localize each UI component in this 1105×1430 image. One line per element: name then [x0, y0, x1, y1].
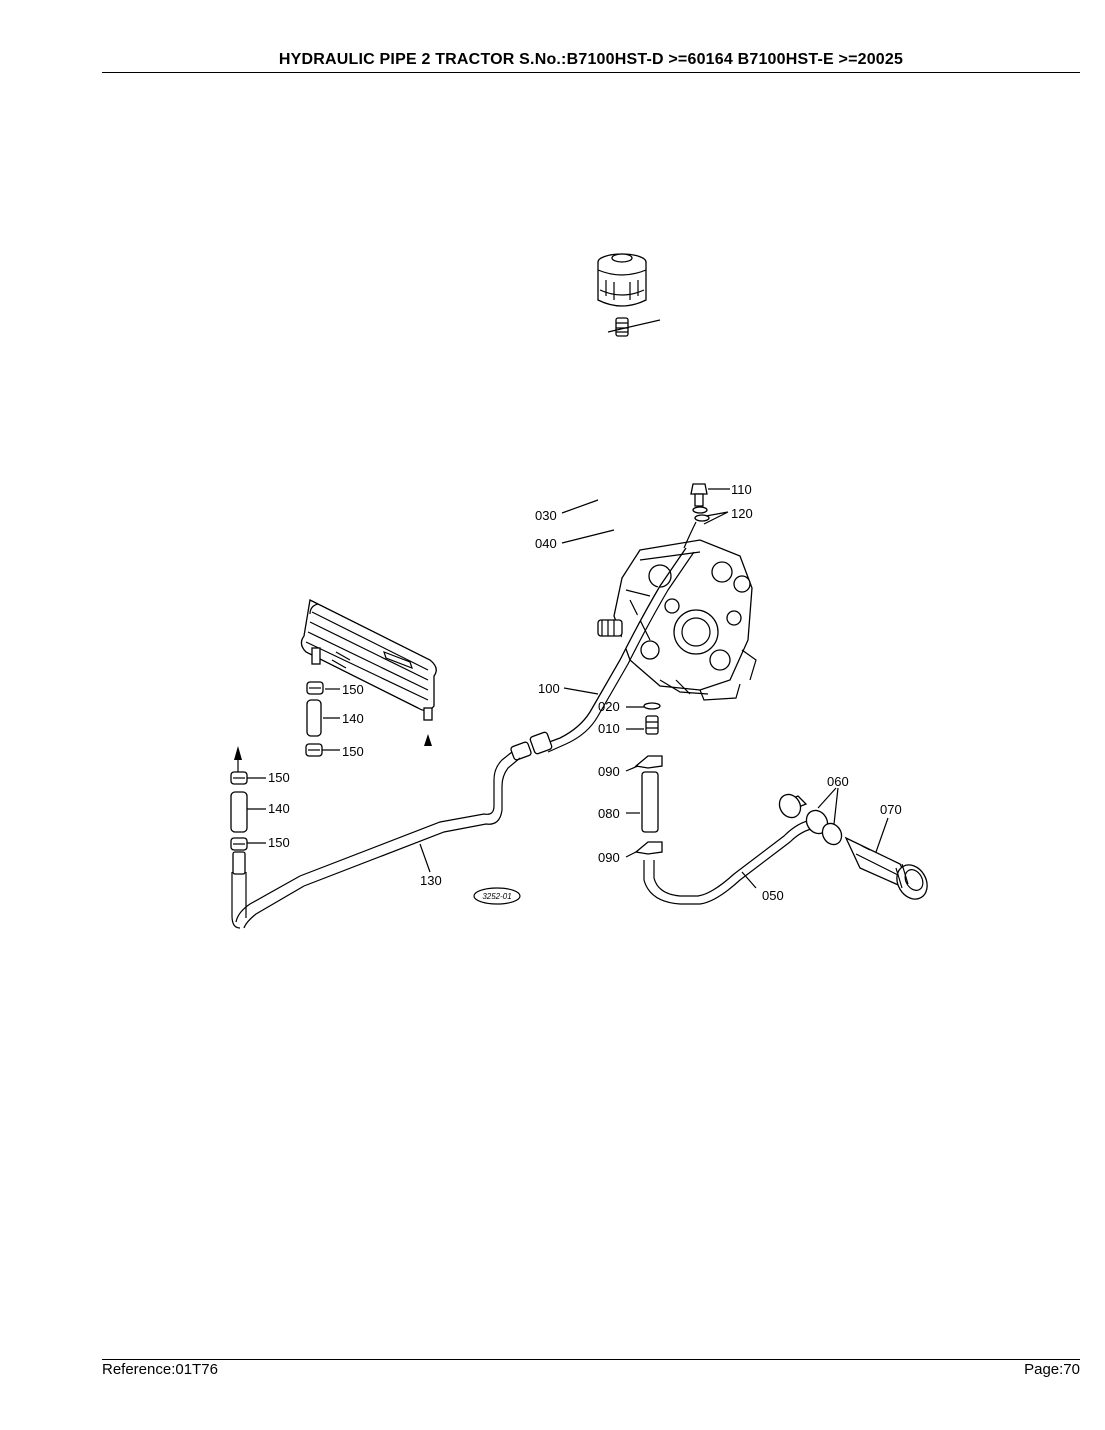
elbow-fitting — [643, 702, 661, 735]
oil-cooler — [300, 599, 437, 746]
filter-nipple — [607, 317, 661, 337]
pipe-100 — [510, 547, 695, 761]
callout-080: 080 — [598, 806, 620, 821]
callout-090-lower: 090 — [598, 850, 620, 865]
callout-150-c: 150 — [268, 770, 290, 785]
figure-code-badge: 3252-01 — [473, 887, 521, 905]
callout-labels: 030 040 110 120 100 020 010 090 080 090 … — [268, 482, 902, 903]
page-number: Page:70 — [1024, 1361, 1080, 1378]
lower-hose-set — [230, 746, 248, 875]
callout-030: 030 — [535, 508, 557, 523]
hydraulic-pump-body — [597, 539, 757, 701]
reference-label: Reference:01T76 — [102, 1361, 218, 1378]
header-rule — [102, 72, 1080, 73]
callout-130: 130 — [420, 873, 442, 888]
callout-150-a: 150 — [342, 682, 364, 697]
callout-070: 070 — [880, 802, 902, 817]
oil-filter-cartridge — [597, 253, 647, 307]
callout-100: 100 — [538, 681, 560, 696]
callout-140-a: 140 — [342, 711, 364, 726]
callout-150-b: 150 — [342, 744, 364, 759]
footer-rule — [102, 1359, 1080, 1360]
callout-090-upper: 090 — [598, 764, 620, 779]
suction-strainer — [844, 836, 928, 900]
callout-060: 060 — [827, 774, 849, 789]
callout-050: 050 — [762, 888, 784, 903]
pipe-130 — [231, 751, 521, 929]
callout-120: 120 — [731, 506, 753, 521]
leader-lines — [247, 488, 889, 889]
upper-hose-set — [305, 681, 324, 757]
callout-150-d: 150 — [268, 835, 290, 850]
suction-hose-set — [634, 755, 663, 855]
callout-140-b: 140 — [268, 801, 290, 816]
callout-020: 020 — [598, 699, 620, 714]
o-rings — [778, 793, 843, 846]
figure-code: 3252-01 — [482, 892, 511, 901]
callout-040: 040 — [535, 536, 557, 551]
banjo-bolt — [683, 483, 710, 549]
page-title: HYDRAULIC PIPE 2 TRACTOR S.No.:B7100HST-… — [278, 51, 904, 68]
callout-010: 010 — [598, 721, 620, 736]
callout-110: 110 — [731, 482, 752, 497]
